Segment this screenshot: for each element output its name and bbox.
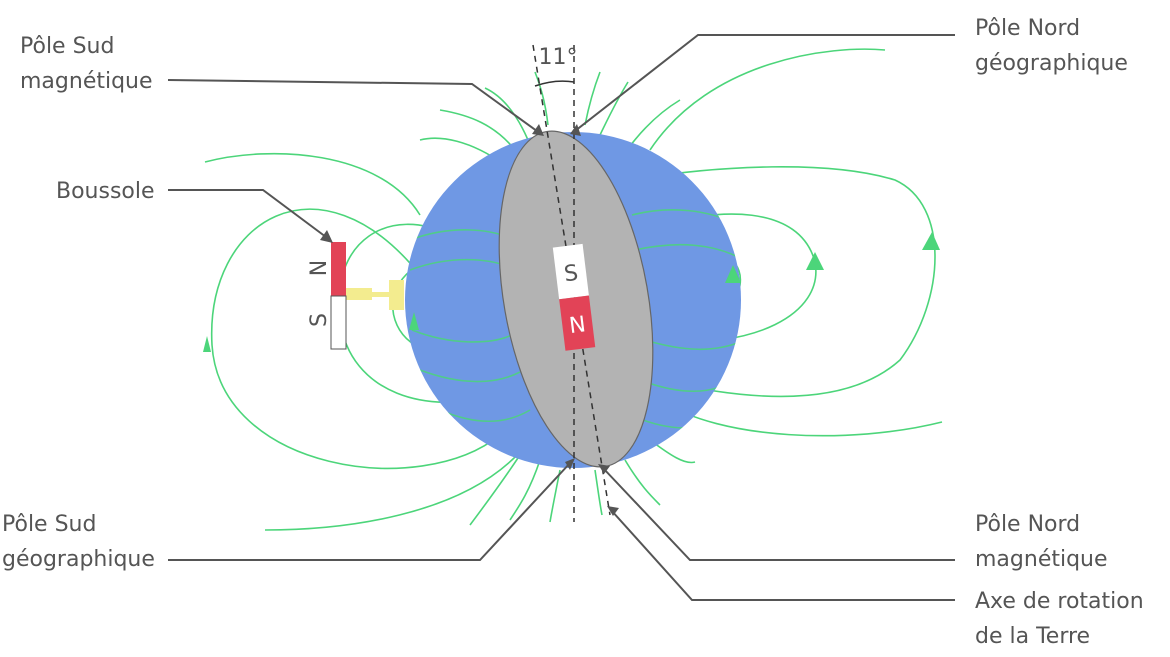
compass-holder-bar bbox=[372, 292, 390, 297]
bar-magnet: S N bbox=[552, 243, 596, 351]
arrowhead-icon bbox=[320, 230, 333, 243]
arrowhead-icon bbox=[598, 464, 610, 474]
field-arrow-icon bbox=[725, 265, 741, 283]
compass-north-letter: N bbox=[307, 260, 332, 276]
field-arrows bbox=[203, 232, 940, 352]
leader-arrowheads bbox=[320, 124, 619, 516]
label-north-magnetic-pole: Pôle Nord magnétique bbox=[975, 512, 1108, 572]
arrowhead-icon bbox=[607, 506, 619, 516]
field-arrow-icon bbox=[409, 312, 419, 330]
compass-holder-arm bbox=[346, 288, 372, 300]
label-south-geographic-pole: Pôle Sud géographique bbox=[2, 512, 155, 572]
compass-holder-base bbox=[389, 280, 404, 310]
arrowhead-icon bbox=[532, 124, 544, 136]
field-arrow-icon bbox=[203, 336, 211, 352]
arrowhead-icon bbox=[565, 458, 575, 470]
magnet-bottom-letter: N bbox=[568, 312, 587, 339]
compass-needle-north bbox=[331, 242, 346, 296]
angle-label: 11° bbox=[539, 45, 578, 70]
field-lines-outer bbox=[204, 48, 943, 531]
magnet-top-letter: S bbox=[563, 261, 580, 288]
label-rotation-axis: Axe de rotation de la Terre bbox=[975, 589, 1151, 649]
angle-arc bbox=[534, 80, 575, 87]
label-south-magnetic-pole: Pôle Sud magnétique bbox=[20, 34, 153, 94]
compass: N S bbox=[307, 242, 404, 350]
label-north-geographic-pole: Pôle Nord géographique bbox=[975, 16, 1128, 76]
field-arrow-icon bbox=[922, 232, 940, 250]
leader-lines bbox=[167, 34, 955, 601]
arrowhead-icon bbox=[570, 124, 581, 136]
label-compass: Boussole bbox=[56, 179, 155, 204]
field-arrow-icon bbox=[806, 252, 824, 270]
compass-south-letter: S bbox=[307, 313, 332, 327]
magnetic-axis-line bbox=[532, 44, 611, 516]
compass-needle-south bbox=[330, 295, 347, 350]
